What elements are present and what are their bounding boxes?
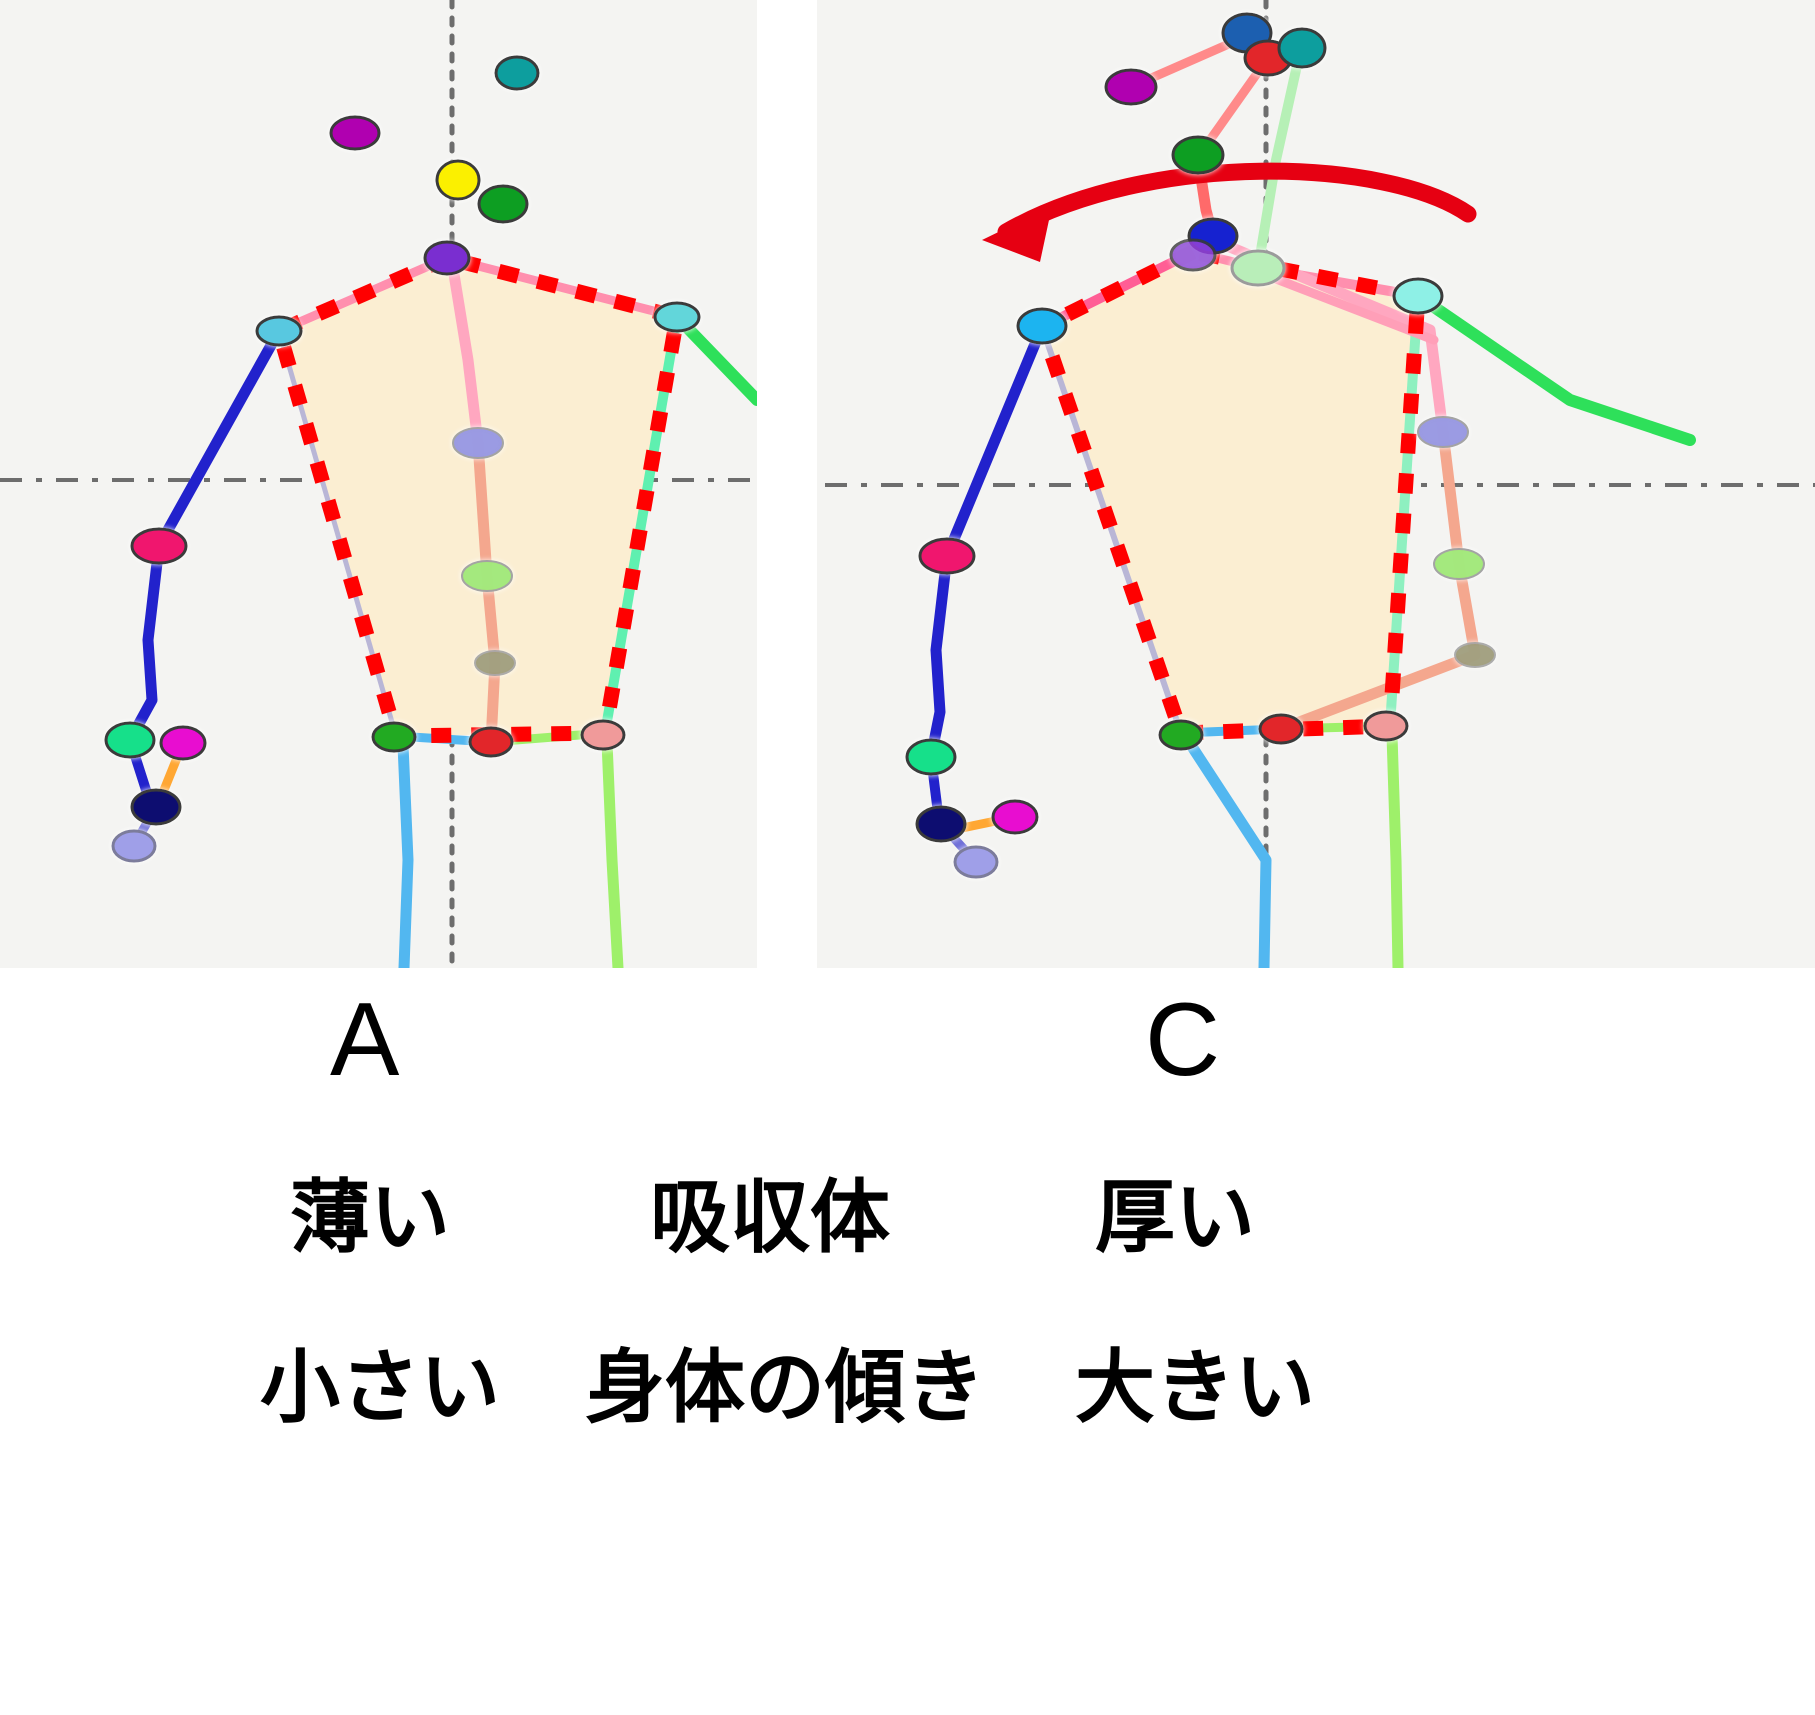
panel-c-skeleton [817, 0, 1815, 968]
torso-region-fill [1042, 252, 1418, 733]
marker-hand-left-navy [130, 788, 182, 826]
marker-hip-right-salmon [1363, 710, 1409, 742]
marker-thumb-left-magenta [991, 799, 1039, 835]
marker-thumb-left-magenta [159, 725, 207, 761]
marker-neck-purple [423, 240, 471, 276]
marker-shoulder-left-cyan [1016, 307, 1068, 345]
body-tilt-arrow [982, 162, 1477, 262]
marker-hip-left-green [1158, 719, 1204, 751]
caption-tilt-title: 身体の傾き [585, 1341, 985, 1434]
marker-hip-left-green [371, 721, 417, 753]
marker-wrist-left-springgreen [905, 738, 957, 776]
marker-wrist-left-springgreen [104, 721, 156, 759]
marker-spine-low [1433, 548, 1485, 580]
marker-head-center-yellow [435, 159, 481, 201]
marker-waist-olive [474, 650, 516, 676]
marker-finger-left-lavender [953, 845, 999, 879]
caption-row-body-tilt: 小さい 身体の傾き 大きい [0, 1338, 1815, 1448]
marker-spine-mid [1417, 416, 1469, 448]
caption-absorbent-title: 吸収体 [650, 1171, 890, 1264]
marker-elbow-left-pink [918, 537, 976, 575]
caption-tilt-small: 小さい [260, 1341, 500, 1434]
marker-shoulder-right-cyan [653, 301, 701, 333]
marker-head-top-teal [494, 55, 540, 91]
marker-finger-left-lavender [111, 829, 157, 863]
marker-spine-mid [452, 427, 504, 459]
marker-head-right-teal [1277, 27, 1327, 69]
caption-area: A C 薄い 吸収体 厚い 小さい 身体の傾き 大きい [0, 968, 1815, 1715]
marker-hip-center-red [1258, 713, 1304, 745]
caption-absorbent-thin: 薄い [290, 1171, 450, 1264]
marker-hip-center-red [468, 726, 514, 758]
marker-head-left-magenta [1104, 68, 1158, 106]
panel-letter-row: A C [0, 988, 1815, 1108]
marker-shoulder-inner-lightgreen [1230, 249, 1286, 287]
marker-neck-green [1171, 135, 1225, 175]
marker-hip-right-salmon [580, 719, 626, 751]
marker-spine-low [461, 560, 513, 592]
marker-shoulder-left-cyan [255, 315, 303, 347]
marker-shoulder-right-cyan [1392, 277, 1444, 315]
motion-capture-markers [104, 55, 701, 863]
caption-row-absorbent: 薄い 吸収体 厚い [0, 1168, 1815, 1278]
panel-a-canvas [0, 0, 757, 968]
marker-elbow-left-pink [130, 527, 188, 565]
marker-head-right-green [477, 184, 529, 224]
panel-label-c: C [1145, 982, 1221, 1098]
arrow-head [982, 206, 1052, 262]
panel-c-canvas [825, 0, 1815, 968]
caption-tilt-large: 大きい [1075, 1341, 1315, 1434]
caption-absorbent-thick: 厚い [1095, 1171, 1255, 1264]
marker-hand-left-navy [915, 805, 967, 843]
marker-head-left-magenta [329, 115, 381, 151]
panel-a-skeleton [0, 0, 757, 968]
motion-capture-markers [905, 12, 1496, 879]
marker-waist-olive [1454, 642, 1496, 668]
panel-label-a: A [330, 982, 400, 1098]
marker-neck-purple [1169, 238, 1217, 272]
